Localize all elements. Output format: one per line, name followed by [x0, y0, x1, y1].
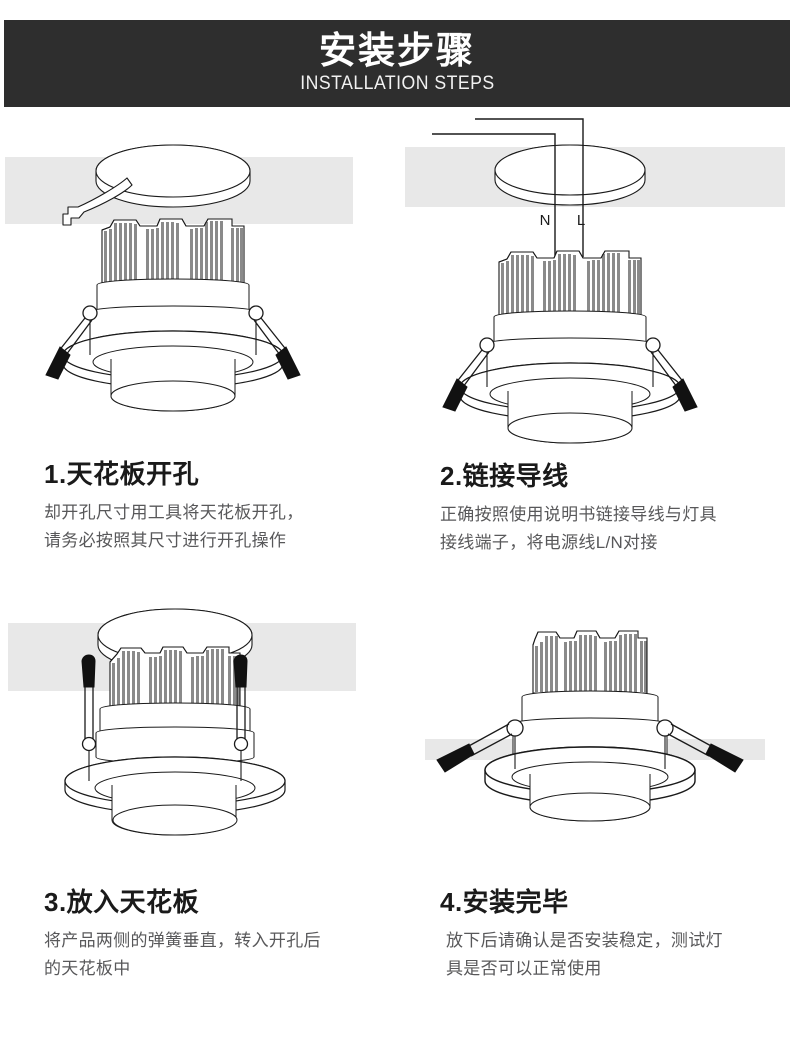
installation-complete-diagram: [425, 630, 765, 822]
step-4-body-line-1: 放下后请确认是否安装稳定，测试灯: [446, 930, 723, 950]
downlight-fixture: [436, 630, 744, 822]
step-1-caption: 1.天花板开孔 却开孔尺寸用工具将天花板开孔， 请务必按照其尺寸进行开孔操作: [0, 459, 395, 555]
step-1-body-line-2: 请务必按照其尺寸进行开孔操作: [44, 530, 287, 550]
step-4: 4.安装完毕 放下后请确认是否安装稳定，测试灯 具是否可以正常使用: [395, 587, 790, 983]
installation-steps-grid: 1.天花板开孔 却开孔尺寸用工具将天花板开孔， 请务必按照其尺寸进行开孔操作: [0, 107, 790, 1039]
downlight-fixture: [64, 646, 286, 836]
step-4-title: 4.安装完毕: [440, 887, 569, 917]
power-wires: [432, 118, 584, 257]
mounting-spring-right: [233, 654, 249, 781]
downlight-fixture: [45, 218, 301, 412]
step-2-title: 2.链接导线: [440, 461, 569, 491]
step-3-caption: 3.放入天花板 将产品两侧的弹簧垂直，转入开孔后 的天花板中: [0, 887, 395, 983]
wire-label-n: N: [540, 212, 551, 229]
ceiling-hole-disc: [95, 144, 251, 208]
mounting-spring-left: [81, 654, 97, 781]
mounting-spring-left: [436, 719, 524, 773]
step-1-title: 1.天花板开孔: [44, 459, 200, 489]
mounting-spring-right: [248, 305, 301, 380]
page-subtitle: INSTALLATION STEPS: [299, 73, 495, 94]
step-1-body-line-1: 却开孔尺寸用工具将天花板开孔，: [44, 502, 304, 522]
page-title: 安装步骤: [319, 30, 475, 71]
step-2-body-line-1: 正确按照使用说明书链接导线与灯具: [440, 504, 717, 524]
step-4-body-line-2: 具是否可以正常使用: [446, 958, 602, 978]
mounting-spring-right: [656, 719, 744, 773]
mounting-spring-left: [442, 337, 495, 412]
heatsink-fins: [101, 218, 245, 284]
step-4-figure: [395, 587, 790, 872]
heatsink-fins: [532, 630, 648, 694]
ceiling-hole-disc: [494, 144, 646, 206]
downlight-fixture: [442, 250, 698, 444]
step-3-title: 3.放入天花板: [44, 887, 200, 917]
step-3-body-line-2: 的天花板中: [44, 958, 131, 978]
heatsink-fins: [109, 646, 241, 708]
step-2-caption: 2.链接导线 正确按照使用说明书链接导线与灯具 接线端子，将电源线L/N对接: [395, 461, 790, 557]
step-3-figure: [0, 587, 395, 872]
step-2-figure: N L: [395, 107, 790, 462]
insert-into-ceiling-diagram: [8, 608, 356, 836]
step-4-caption: 4.安装完毕 放下后请确认是否安装稳定，测试灯 具是否可以正常使用: [395, 887, 790, 983]
wire-label-l: L: [577, 212, 585, 229]
step-3: 3.放入天花板 将产品两侧的弹簧垂直，转入开孔后 的天花板中: [0, 587, 395, 983]
step-1: 1.天花板开孔 却开孔尺寸用工具将天花板开孔， 请务必按照其尺寸进行开孔操作: [0, 107, 395, 555]
step-2-body-line-2: 接线端子，将电源线L/N对接: [440, 532, 658, 552]
step-2: N L: [395, 107, 790, 557]
wire-connection-diagram: N L: [405, 118, 785, 444]
hole-pointer-arrow-icon: [62, 177, 133, 226]
mounting-spring-right: [645, 337, 698, 412]
installation-steps-banner: 安装步骤 INSTALLATION STEPS: [4, 20, 790, 107]
mounting-spring-left: [45, 305, 98, 380]
step-1-figure: [0, 107, 395, 462]
heatsink-fins: [498, 250, 642, 316]
step-3-body-line-1: 将产品两侧的弹簧垂直，转入开孔后: [44, 930, 321, 950]
ceiling-hole-cut-diagram: [5, 144, 353, 412]
